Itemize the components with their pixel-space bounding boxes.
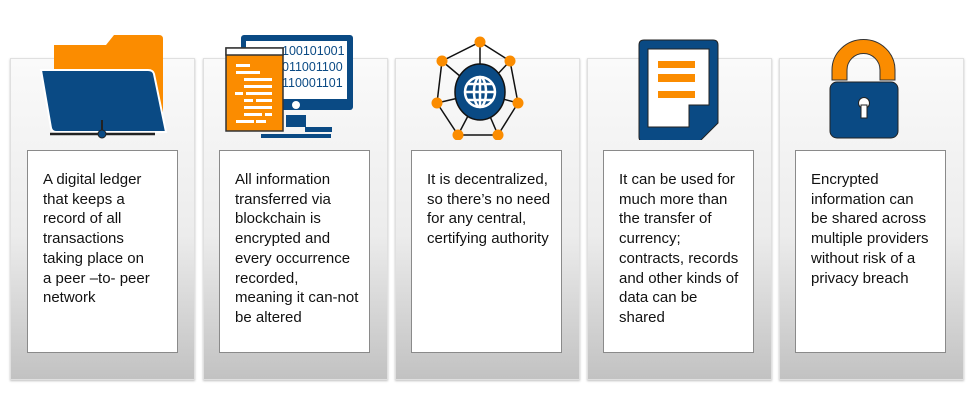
text-line: record of all: [43, 210, 122, 228]
text-line: without risk of a: [811, 249, 916, 267]
text-line: the transfer of: [619, 210, 712, 228]
text-line: every occurrence: [235, 249, 351, 267]
text-line: a peer –to- peer: [43, 269, 150, 287]
card-text-2: All information transferred via blockcha…: [219, 150, 370, 353]
text-line: A digital ledger: [43, 171, 142, 188]
card-text-3: It is decentralized, so there’s no need …: [411, 150, 562, 353]
text-line: information can: [811, 190, 914, 208]
text-line: encrypted and: [235, 230, 331, 248]
decentralized-network-icon: [431, 36, 524, 140]
text-line: privacy breach: [811, 269, 909, 287]
text-line: taking place on: [43, 249, 144, 267]
text-line: Encrypted: [811, 171, 879, 188]
folder-network-icon: [39, 35, 168, 139]
text-line: shared: [619, 308, 665, 326]
text-line: that keeps a: [43, 190, 125, 208]
text-line: All information: [235, 171, 331, 188]
text-line: network: [43, 289, 96, 307]
text-line: data can be: [619, 289, 698, 307]
text-line: blockchain is: [235, 210, 321, 228]
binary-line-3: 110001101: [282, 76, 343, 90]
text-line: certifying authority: [427, 230, 549, 248]
card-text-1: A digital ledger that keeps a record of …: [27, 150, 178, 353]
card-text-5: Encrypted information can be shared acro…: [795, 150, 946, 353]
text-line: and other kinds of: [619, 269, 739, 287]
text-line: so there’s no need: [427, 190, 551, 208]
text-line: much more than: [619, 190, 728, 208]
text-line: It is decentralized,: [427, 171, 548, 188]
text-line: meaning it can-not: [235, 289, 359, 307]
text-line: transactions: [43, 230, 124, 248]
text-line: multiple providers: [811, 230, 929, 248]
card-text-4: It can be used for much more than the tr…: [603, 150, 754, 353]
padlock-icon: [829, 39, 899, 139]
text-line: currency;: [619, 230, 681, 248]
text-line: transferred via: [235, 190, 331, 208]
binary-line-1: 100101001: [282, 44, 345, 58]
document-icon: [638, 39, 719, 140]
text-line: recorded,: [235, 269, 299, 287]
text-line: be altered: [235, 308, 302, 326]
binary-line-2: 011001100: [282, 60, 343, 74]
computer-code-icon: 100101001 011001100 110001101: [225, 35, 353, 138]
text-line: contracts, records: [619, 249, 739, 267]
text-line: for any central,: [427, 210, 527, 228]
text-line: be shared across: [811, 210, 927, 228]
text-line: It can be used for: [619, 171, 735, 188]
